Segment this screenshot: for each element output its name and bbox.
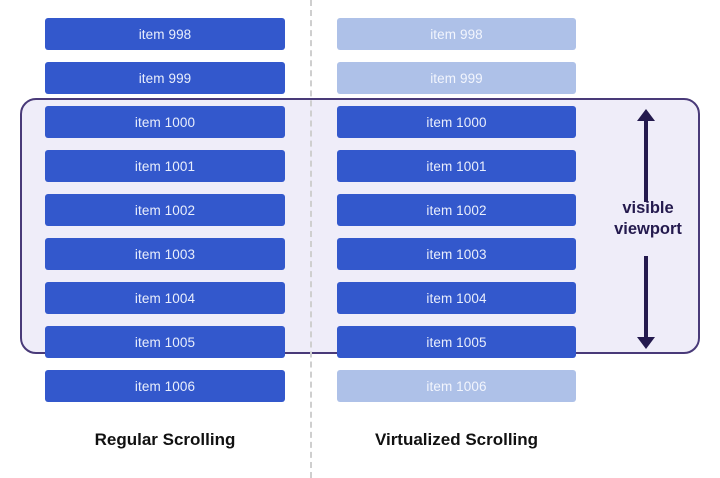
list-item[interactable]: item 999 xyxy=(45,62,285,94)
list-item[interactable]: item 1006 xyxy=(45,370,285,402)
column-divider xyxy=(310,0,312,478)
list-item-label: item 1003 xyxy=(426,246,487,262)
regular-scrolling-column: item 998 item 999 item 1000 item 1001 item 1… xyxy=(45,0,285,478)
list-item[interactable]: item 1006 xyxy=(337,370,576,402)
list-item[interactable]: item 1004 xyxy=(337,282,576,314)
list-item-label: item 1003 xyxy=(134,246,196,262)
list-item[interactable]: item 998 xyxy=(337,18,576,50)
arrow-up-head-icon xyxy=(637,109,655,121)
viewport-annotation: visible viewport xyxy=(596,98,700,354)
list-item-label: item 999 xyxy=(138,70,192,86)
list-item[interactable]: item 1002 xyxy=(45,194,285,226)
list-item[interactable]: item 1002 xyxy=(337,194,576,226)
list-item[interactable]: item 1000 xyxy=(45,106,285,138)
list-item[interactable]: item 1001 xyxy=(337,150,576,182)
visible-viewport-label-line1: visible xyxy=(622,199,674,217)
visible-viewport-label: visible viewport xyxy=(596,198,700,240)
list-item-label: item 998 xyxy=(430,26,483,42)
list-item[interactable]: item 1000 xyxy=(337,106,576,138)
list-item-label: item 1002 xyxy=(426,202,487,218)
list-item[interactable]: item 1005 xyxy=(45,326,285,358)
list-item-label: item 1006 xyxy=(134,378,196,394)
caption-virtualized-scrolling: Virtualized Scrolling xyxy=(374,430,539,449)
list-item[interactable]: item 1004 xyxy=(45,282,285,314)
list-item-label: item 1001 xyxy=(426,158,487,174)
list-item-label: item 1000 xyxy=(134,114,196,130)
virtualized-scrolling-column: item 998 item 999 item 1000 item 1001 item 1… xyxy=(337,0,576,478)
caption-regular-scrolling: Regular Scrolling xyxy=(94,430,236,449)
list-item-label: item 1004 xyxy=(134,290,196,306)
list-item-label: item 1002 xyxy=(134,202,196,218)
list-item[interactable]: item 1005 xyxy=(337,326,576,358)
list-item-label: item 1005 xyxy=(134,334,196,350)
list-item-label: item 1000 xyxy=(426,114,487,130)
list-item-label: item 1004 xyxy=(426,290,487,306)
list-item-label: item 999 xyxy=(430,70,483,86)
list-item-label: item 1001 xyxy=(134,158,196,174)
list-item[interactable]: item 998 xyxy=(45,18,285,50)
list-item-label: item 1005 xyxy=(426,334,487,350)
arrow-down-icon xyxy=(637,256,655,349)
list-item-label: item 1006 xyxy=(426,378,487,394)
list-item[interactable]: item 999 xyxy=(337,62,576,94)
list-item[interactable]: item 1003 xyxy=(337,238,576,270)
visible-viewport-label-line2: viewport xyxy=(614,220,682,238)
list-item[interactable]: item 1001 xyxy=(45,150,285,182)
list-item-label: item 998 xyxy=(138,26,192,42)
arrow-down-head-icon xyxy=(637,337,655,349)
arrow-up-icon xyxy=(637,109,655,202)
list-item[interactable]: item 1003 xyxy=(45,238,285,270)
